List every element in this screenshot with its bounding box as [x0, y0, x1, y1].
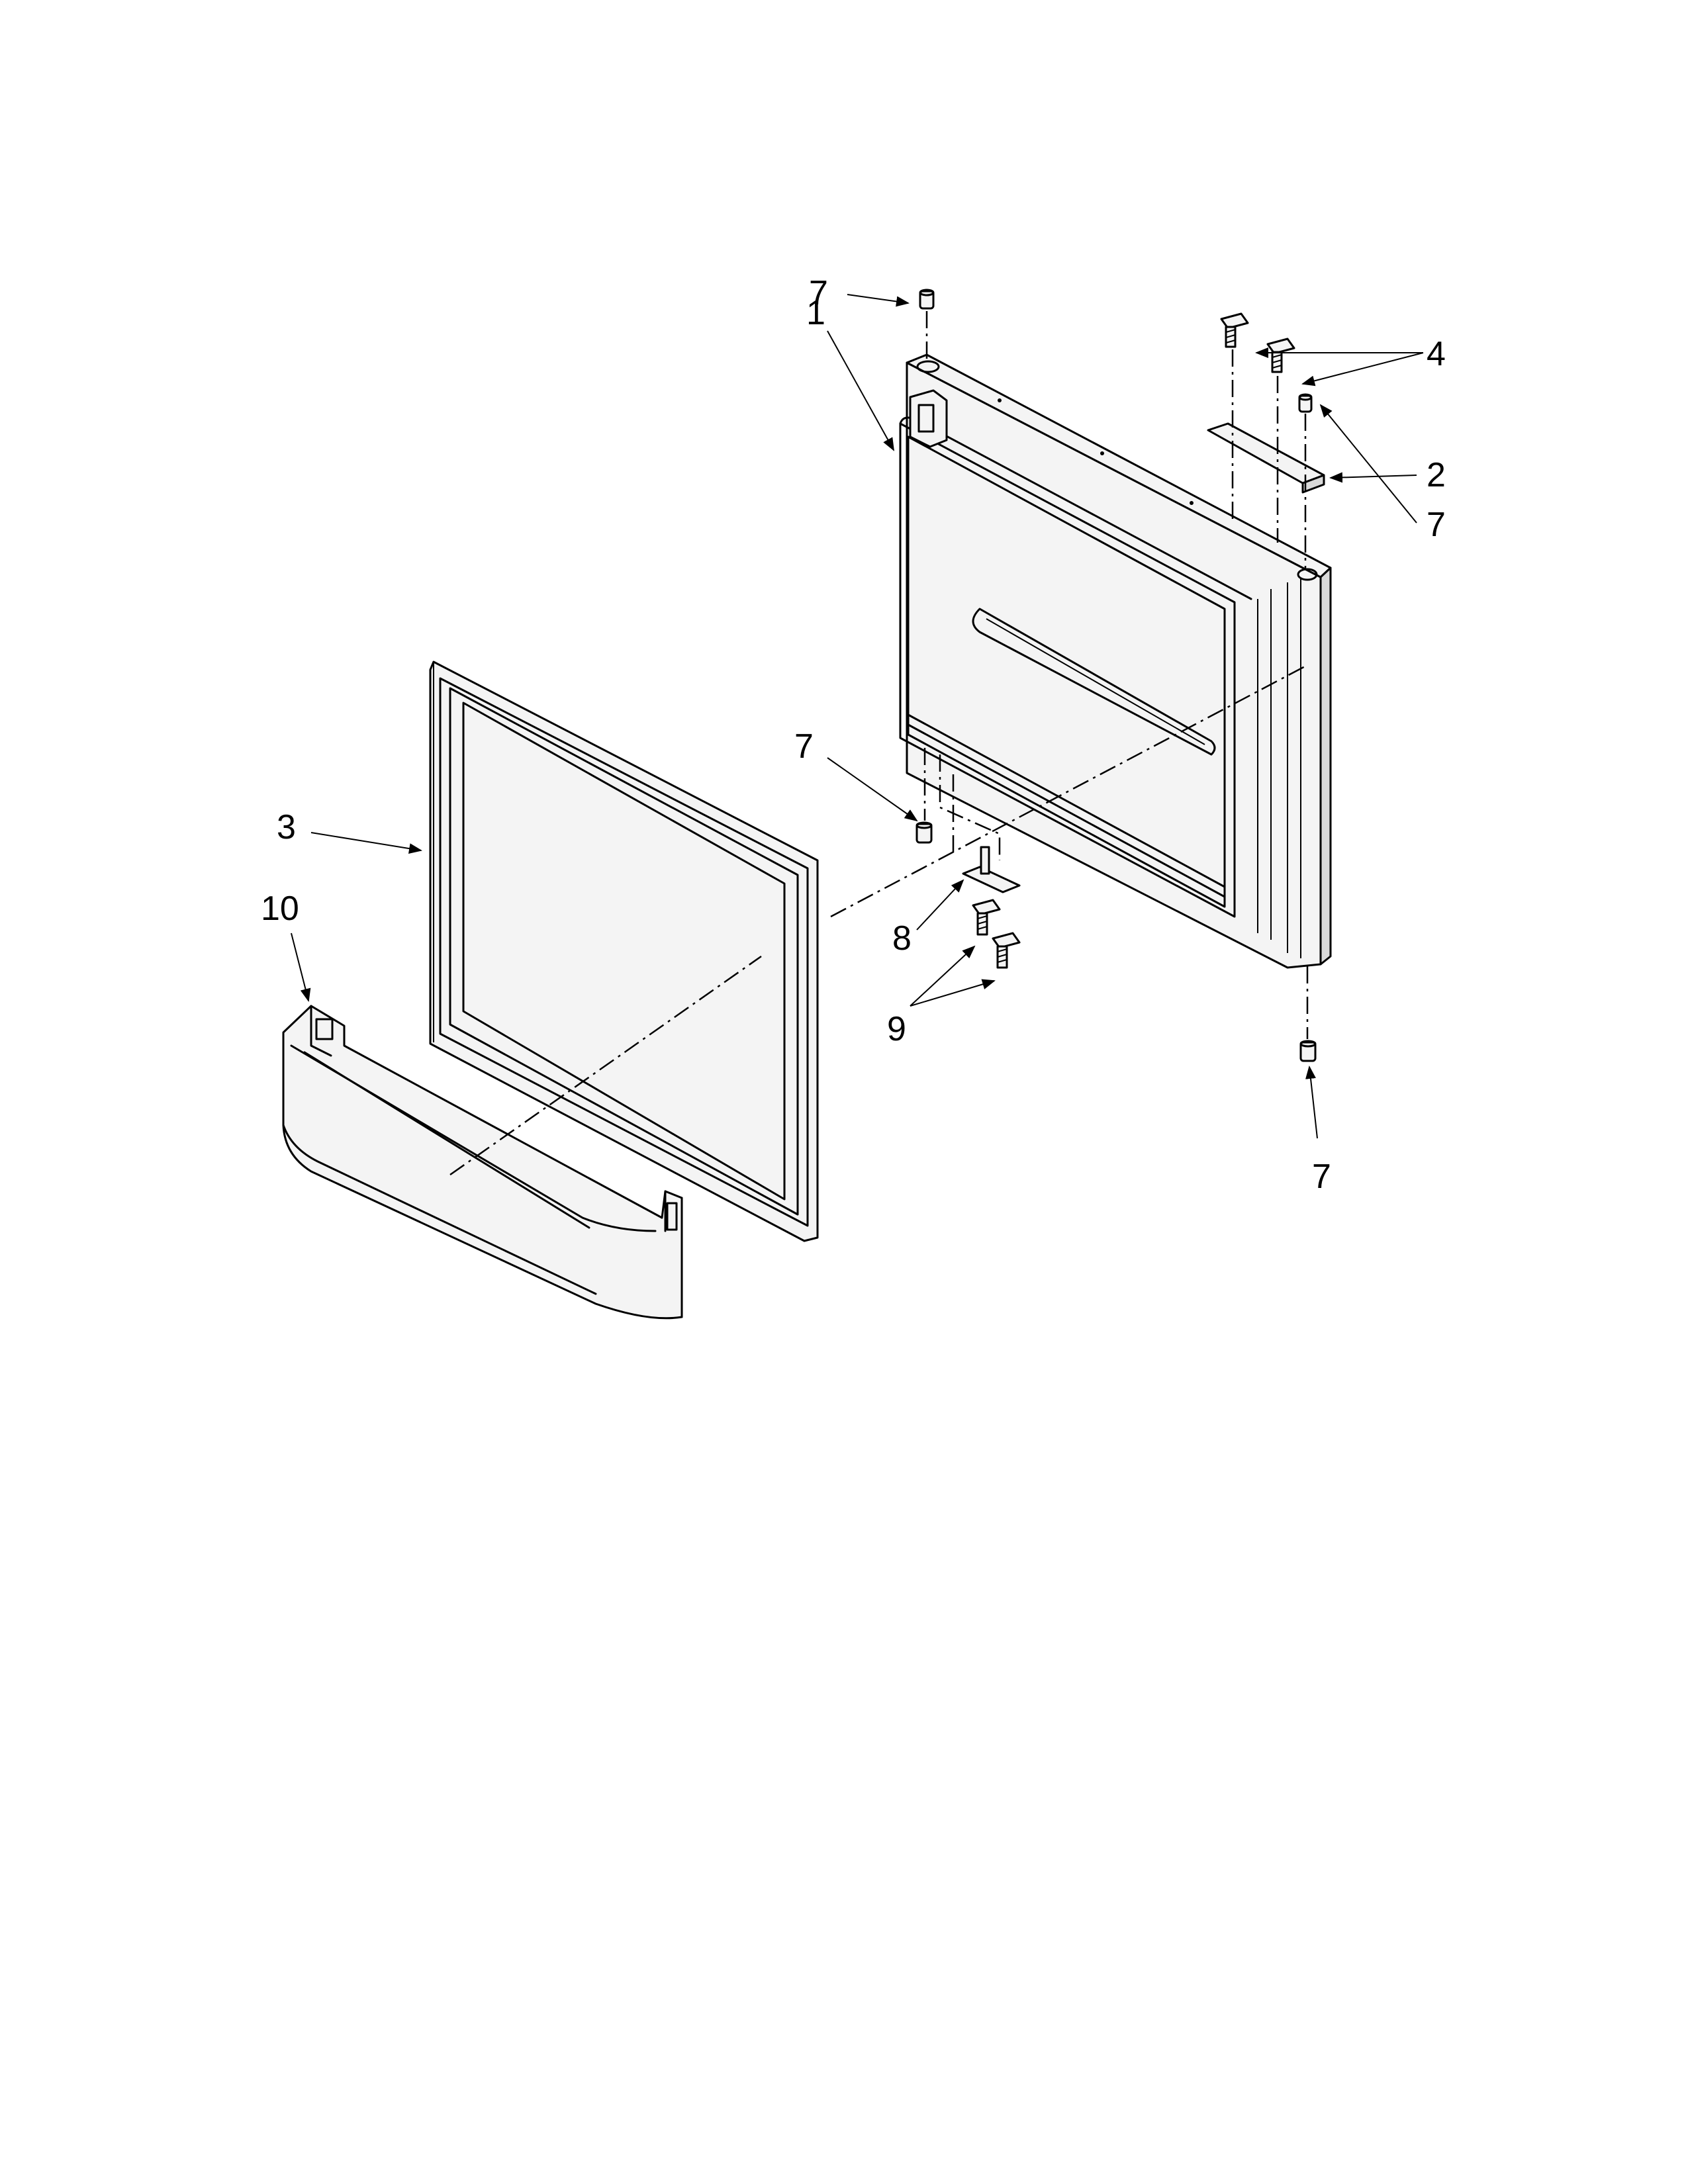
assembly-guide-lines	[449, 311, 1309, 1176]
plug-middle	[915, 821, 933, 844]
plug-bottom-right	[1299, 1040, 1317, 1062]
callout-gasket: 3	[277, 808, 296, 846]
callout-door: 1	[806, 294, 825, 332]
bottom-hinge-screws	[972, 899, 1021, 969]
callout-hinge-plate: 2	[1427, 456, 1446, 494]
top-hinge-plate	[1207, 422, 1325, 494]
callout-plug-bottom-right: 7	[1312, 1158, 1331, 1196]
plug-top-right	[1298, 393, 1313, 413]
plug-top-left	[919, 289, 935, 310]
callout-plug-middle: 7	[794, 727, 814, 766]
bottom-hinge	[962, 846, 1021, 893]
screw-left	[1220, 312, 1249, 348]
callout-plug-top-left: 7	[809, 274, 828, 312]
callout-screws-top: 4	[1427, 335, 1446, 373]
freezer-door	[899, 353, 1332, 969]
callout-door-bin: 10	[261, 889, 299, 928]
callout-plug-top-right: 7	[1427, 506, 1446, 544]
door-gasket	[429, 660, 819, 1242]
callout-labels: 7 1 4 2 7 7 3 10 8 9 7	[261, 274, 1446, 1196]
screw-right	[1266, 338, 1295, 373]
leader-lines	[291, 294, 1424, 1139]
top-hinge-screws	[1220, 312, 1295, 373]
callout-bottom-hinge: 8	[892, 919, 912, 958]
callout-screws-bottom: 9	[887, 1010, 906, 1048]
door-bin	[282, 1005, 683, 1320]
